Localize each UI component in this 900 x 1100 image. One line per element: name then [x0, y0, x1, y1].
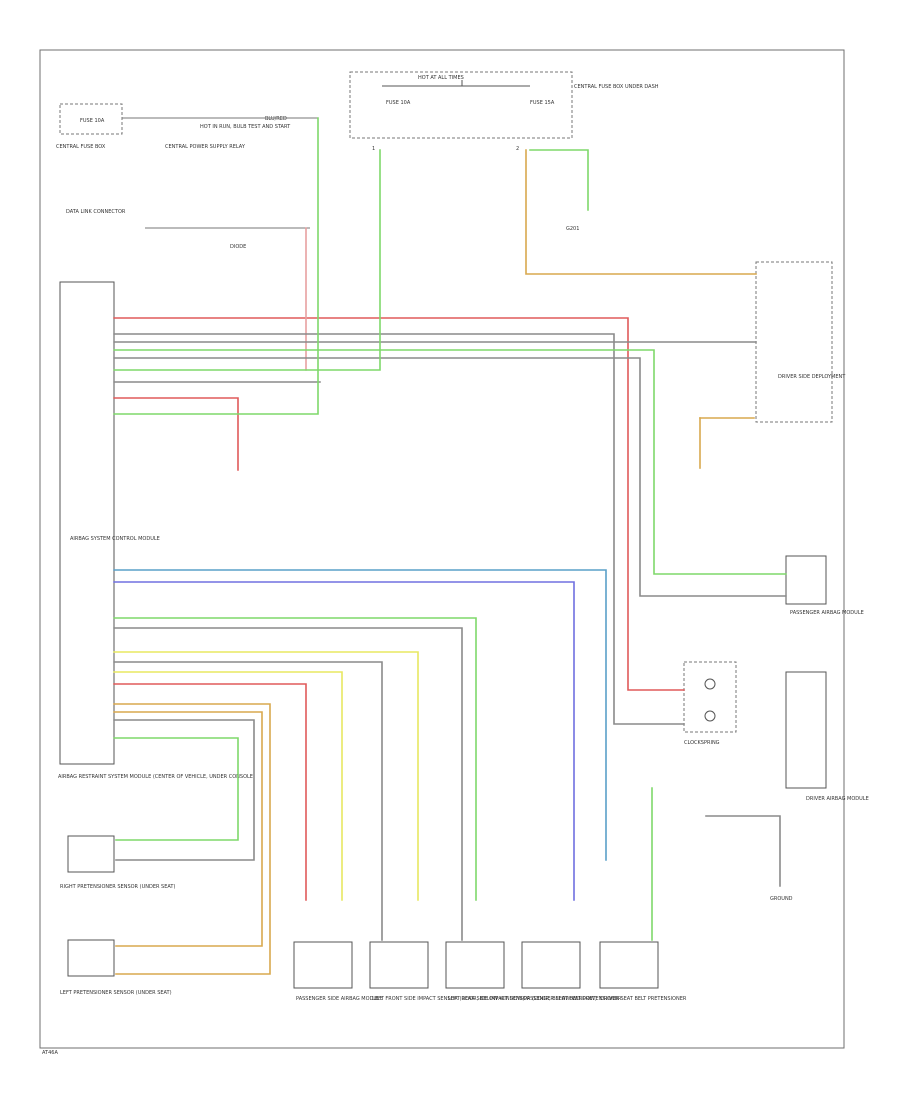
wire-gray-2 — [113, 357, 787, 597]
top-wire-label: BLU/RED — [265, 116, 287, 122]
wire-gray-ground — [705, 815, 781, 887]
wire-gray-right — [113, 333, 685, 725]
wire-blue — [113, 581, 575, 901]
wire-green-gnd — [529, 149, 589, 211]
module-name: AIRBAG SYSTEM CONTROL MODULE — [70, 536, 160, 542]
wire-orange-fuse — [525, 149, 757, 275]
data-link-connector-label: DATA LINK CONNECTOR — [66, 209, 126, 215]
relay-label: CENTRAL POWER SUPPLY RELAY — [165, 144, 246, 150]
fuse-left-label: FUSE 10A — [386, 100, 411, 106]
hot-in-run-note: HOT IN RUN, BULB TEST AND START — [200, 124, 291, 130]
bottom-module-2: LEFT FRONT SIDE IMPACT SENSOR (DOOR, BEL… — [372, 996, 524, 1002]
wire-orange-long-2 — [113, 711, 263, 947]
footer-code: AT46A — [42, 1050, 58, 1056]
diode-label: DIODE — [230, 244, 246, 250]
bottom-left-sensors: RIGHT PRETENSIONER SENSOR (UNDER SEAT) L… — [60, 835, 175, 996]
ground-note: GROUND — [770, 896, 793, 902]
wire-green-top — [113, 117, 319, 415]
wire-red-top — [113, 317, 685, 691]
diagram-frame — [39, 49, 845, 1049]
wire-green-3 — [113, 617, 477, 901]
driver-airbag-label: DRIVER AIRBAG MODULE — [806, 796, 869, 802]
fuse-box-title: HOT AT ALL TIMES — [418, 75, 464, 81]
clockspring-label: CLOCKSPRING — [684, 740, 720, 746]
passenger-airbag-label: PASSENGER AIRBAG MODULE — [790, 610, 864, 616]
central-fuse-box-label: CENTRAL FUSE BOX — [56, 144, 106, 150]
bottom-module-5: DRIVER SEAT BELT PRETENSIONER — [600, 996, 687, 1002]
fuse-box-note: CENTRAL FUSE BOX UNDER DASH — [574, 84, 659, 90]
wire-yellow-1 — [113, 651, 419, 901]
bottom-modules: PASSENGER SIDE AIRBAG MODULE LEFT FRONT … — [293, 941, 687, 1002]
left-pretensioner-label: LEFT PRETENSIONER SENSOR (UNDER SEAT) — [60, 990, 172, 996]
module-footer: AIRBAG RESTRAINT SYSTEM MODULE (CENTER O… — [58, 774, 255, 780]
wire-red-2 — [113, 683, 307, 901]
wire-green-fuse — [113, 149, 381, 371]
squib-label: DRIVER SIDE DEPLOYMENT — [778, 374, 846, 380]
wires — [113, 117, 787, 975]
bottom-module-3: LEFT REAR SIDE IMPACT SENSOR (DOOR, BELO… — [448, 996, 597, 1002]
right-components: DRIVER SIDE DEPLOYMENT PASSENGER AIRBAG … — [683, 261, 869, 902]
wire-yellow-2 — [113, 671, 343, 901]
right-pretensioner-label: RIGHT PRETENSIONER SENSOR (UNDER SEAT) — [60, 884, 175, 890]
wire-gray-6 — [113, 719, 255, 861]
wire-red-gnd — [113, 397, 239, 471]
wire-green-4 — [113, 737, 239, 841]
fuse-10a-label: FUSE 10A — [80, 118, 105, 124]
bottom-module-4: PASSENGER SEAT BELT PRETENSIONER — [524, 996, 622, 1002]
diode-block: DATA LINK CONNECTOR DIODE — [66, 209, 310, 250]
wire-orange-long-1 — [113, 703, 271, 975]
wire-green-1 — [113, 349, 787, 575]
bottom-module-1: PASSENGER SIDE AIRBAG MODULE — [296, 996, 383, 1002]
airbag-control-module: AIRBAG SYSTEM CONTROL MODULE AIRBAG REST… — [58, 281, 255, 780]
central-fuse-box: HOT AT ALL TIMES FUSE 10A FUSE 15A CENTR… — [349, 71, 659, 232]
top-left-relays: FUSE 10A CENTRAL FUSE BOX CENTRAL POWER … — [56, 103, 318, 150]
ground-label: G201 — [566, 226, 579, 232]
fuse-pin-left: 1 — [372, 146, 375, 152]
wire-gray-4 — [113, 627, 463, 941]
fuse-pin-right: 2 — [516, 146, 519, 152]
fuse-right-label: FUSE 15A — [530, 100, 555, 106]
wire-gray-5 — [113, 661, 383, 941]
wire-cyan — [113, 569, 607, 861]
